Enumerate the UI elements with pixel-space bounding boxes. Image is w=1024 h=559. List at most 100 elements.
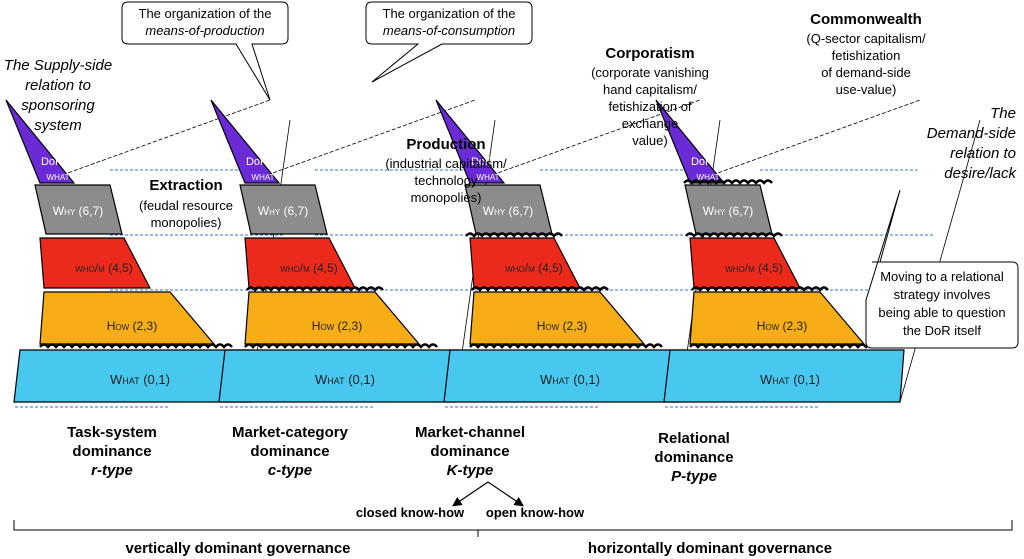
col2-type: c-type: [268, 462, 312, 479]
pyramid-market-channel: DoR WHAT Why (6,7) who/m (4,5) How (2,3) What…: [435, 99, 685, 403]
dor-what-label: WHAT: [477, 173, 500, 182]
demand-line2: Demand-side: [927, 125, 1016, 142]
extraction-desc-2: monopolies): [151, 215, 222, 230]
boundary-wave: [691, 286, 829, 292]
what-label: What (0,1): [540, 372, 600, 387]
corporatism-desc-1: (corporate vanishing: [591, 65, 709, 80]
stage-extraction: Extraction (feudal resource monopolies): [139, 177, 233, 230]
col4-line1: Relational: [658, 430, 730, 447]
horizontal-governance-label: horizontally dominant governance: [588, 540, 832, 557]
production-title: Production: [406, 136, 485, 153]
boundary-wave: [469, 343, 663, 349]
callout-consumption-line1: The organization of the: [383, 6, 516, 21]
col2-line1: Market-category: [232, 424, 349, 441]
corporatism-title: Corporatism: [605, 45, 694, 62]
dor-what-label: WHAT: [47, 173, 70, 182]
supply-line4: system: [34, 117, 82, 134]
boundary-wave: [465, 232, 563, 238]
whom-label: who/m (4,5): [505, 261, 563, 275]
col3-line2: dominance: [430, 443, 509, 460]
what-label: What (0,1): [110, 372, 170, 387]
demand-side-note: The Demand-side relation to desire/lack: [927, 105, 1018, 182]
stage-commonwealth: Commonwealth (Q-sector capitalism/ fetis…: [806, 11, 926, 97]
whom-layer: [39, 237, 151, 289]
what-layer: [663, 349, 905, 403]
demand-line4: desire/lack: [944, 165, 1017, 182]
whom-label: who/m (4,5): [280, 261, 338, 275]
callout-relational-line1: Moving to a relational: [880, 269, 1004, 284]
col1-type: r-type: [91, 462, 133, 479]
column-label-market-channel: Market-channel dominance K-type: [415, 424, 525, 479]
col1-line2: dominance: [72, 443, 151, 460]
whom-label: who/m (4,5): [75, 261, 133, 275]
col4-type: P-type: [671, 468, 717, 485]
dor-label: DoR: [471, 156, 493, 168]
how-layer: [244, 291, 421, 345]
boundary-wave: [471, 286, 609, 292]
extraction-title: Extraction: [149, 177, 222, 194]
whom-label: who/m (4,5): [725, 261, 783, 275]
callout-consumption-line2: means-of-consumption: [383, 23, 515, 38]
demand-line3: relation to: [950, 145, 1016, 162]
commonwealth-desc-4: use-value): [836, 82, 897, 97]
commonwealth-desc-1: (Q-sector capitalism/: [806, 31, 926, 46]
supply-line2: relation to: [25, 77, 91, 94]
column-label-relational: Relational dominance P-type: [654, 430, 733, 485]
what-label: What (0,1): [315, 372, 375, 387]
commonwealth-desc-3: of demand-side: [821, 65, 911, 80]
callout-relational-line4: the DoR itself: [903, 323, 981, 338]
boundary-wave: [683, 179, 773, 185]
boundary-wave: [685, 232, 783, 238]
governance-brace: [13, 520, 1013, 531]
closed-know-how-arrow: [452, 481, 489, 507]
closed-know-how-label: closed know-how: [356, 505, 465, 520]
commonwealth-title: Commonwealth: [810, 11, 922, 28]
boundary-wave: [39, 343, 233, 349]
why-label: Why (6,7): [483, 204, 533, 218]
open-know-how-label: open know-how: [486, 505, 585, 520]
dor-triangle: [210, 99, 281, 184]
production-desc-1: (industrial capitalism/: [385, 156, 507, 171]
why-label: Why (6,7): [703, 204, 753, 218]
demand-line1: The: [990, 105, 1016, 122]
vertical-governance-label: vertically dominant governance: [125, 540, 350, 557]
callout-means-of-production: The organization of the means-of-product…: [121, 1, 289, 101]
column-label-market-category: Market-category dominance c-type: [232, 424, 349, 479]
corporatism-desc-3: fetishization of: [608, 99, 691, 114]
stage-production: Production (industrial capitalism/ techn…: [385, 136, 507, 205]
extraction-desc-1: (feudal resource: [139, 198, 233, 213]
col1-line1: Task-system: [67, 424, 157, 441]
what-label: What (0,1): [760, 372, 820, 387]
corporatism-desc-2: hand capitalism/: [603, 82, 697, 97]
callout-production-line2: means-of-production: [145, 23, 264, 38]
production-desc-2: technology: [415, 173, 478, 188]
how-label: How (2,3): [537, 319, 587, 333]
how-layer: [469, 291, 646, 345]
how-layer: [39, 291, 216, 345]
boundary-wave: [689, 343, 883, 349]
how-layer: [689, 291, 866, 345]
dor-what-label: WHAT: [697, 173, 720, 182]
dor-label: DoR: [691, 156, 713, 168]
corporatism-desc-4: exchange: [622, 116, 678, 131]
column-label-task-system: Task-system dominance r-type: [67, 424, 157, 479]
col2-line2: dominance: [250, 443, 329, 460]
corporatism-desc-5: value): [632, 133, 667, 148]
callout-relational-strategy: Moving to a relational strategy involves…: [865, 189, 1019, 349]
dor-label: DoR: [41, 156, 63, 168]
col4-line2: dominance: [654, 449, 733, 466]
boundary-wave: [246, 286, 384, 292]
how-label: How (2,3): [107, 319, 157, 333]
dor-what-label: WHAT: [252, 173, 275, 182]
production-desc-3: monopolies): [411, 190, 482, 205]
callout-relational-line2: strategy involves: [894, 287, 991, 302]
why-layer: [239, 184, 328, 235]
commonwealth-desc-2: fetishization: [832, 48, 901, 63]
callout-production-line1: The organization of the: [139, 6, 272, 21]
dor-triangle: [435, 99, 506, 184]
open-know-how-arrow: [487, 481, 524, 507]
